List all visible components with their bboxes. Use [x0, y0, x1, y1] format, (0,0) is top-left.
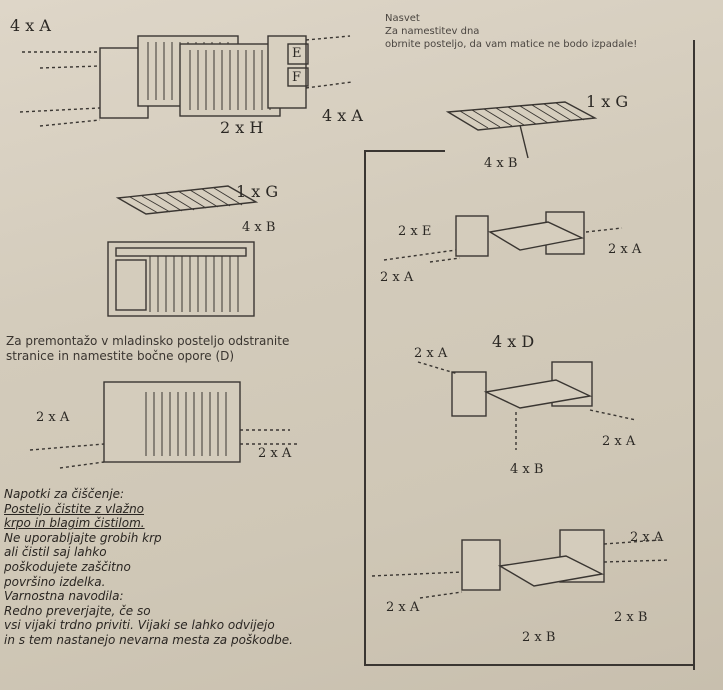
label-step6-2xA: 2 x A [36, 410, 70, 425]
divider-vertical-right [693, 40, 695, 670]
divider-horizontal-top [365, 150, 445, 152]
cleaning-line-5: poškodujete zaščitno [4, 559, 131, 574]
cleaning-line-1: Posteljo čistite z vlažno [4, 501, 145, 516]
label-step1-4xA: 4 x A [10, 16, 51, 35]
premount-line-2: stranice in namestite bočne opore (D) [6, 348, 235, 363]
label-step7-2xB: 2 x B [522, 630, 556, 645]
cleaning-title: Napotki za čiščenje: [4, 487, 125, 501]
label-step1-F: F [292, 70, 302, 85]
label-step2-4xB: 4 x B [484, 156, 518, 171]
label-step5-2xA-right: 2 x A [602, 434, 636, 449]
label-step7-2xB-right: 2 x B [614, 610, 648, 625]
premount-instruction: Za premontažo v mladinsko posteljo odstr… [6, 334, 289, 363]
premount-line-1: Za premontažo v mladinsko posteljo odstr… [6, 334, 290, 348]
tip-line-2: obrnite posteljo, da vam matice ne bodo … [385, 39, 638, 50]
label-step7-2xA-left: 2 x A [386, 600, 420, 615]
cleaning-and-safety: Napotki za čiščenje: Posteljo čistite z … [4, 487, 293, 648]
step4-bed-frame [383, 211, 623, 263]
label-step4-2xA-right: 2 x A [608, 242, 642, 257]
label-step2-1xG: 1 x G [586, 92, 629, 111]
label-step4-2xA-left: 2 x A [380, 270, 414, 285]
label-step1-4xA-b: 4 x A [322, 106, 363, 125]
step3-crib-with-base [107, 185, 259, 317]
label-step7-2xA: 2 x A [630, 530, 664, 545]
cleaning-line-4: ali čistil saj lahko [4, 545, 107, 560]
label-step6-2xA-right: 2 x A [258, 446, 292, 461]
label-step3-1xG: 1 x G [236, 182, 279, 201]
tip-title: Nasvet [385, 13, 420, 24]
label-step1-E: E [292, 46, 302, 61]
label-step5-2xA: 2 x A [414, 346, 448, 361]
step1-crib-exploded [19, 35, 353, 127]
cleaning-line-6: površino izdelka. [4, 574, 106, 589]
safety-title: Varnostna navodila: [4, 589, 124, 604]
label-step3-4xB: 4 x B [242, 220, 276, 235]
assembly-tip: Nasvet Za namestitev dna obrnite postelj… [385, 12, 637, 51]
step7-bed-frame [371, 529, 671, 599]
tip-line-1: Za namestitev dna [385, 26, 480, 37]
label-step1-2xH: 2 x H [220, 118, 264, 137]
cleaning-line-2: krpo in blagim čistilom. [4, 516, 145, 531]
step6-crib [29, 381, 300, 469]
safety-line-1: Redno preverjajte, če so [4, 603, 151, 618]
cleaning-line-3: Ne uporabljajte grobih krp [4, 530, 162, 545]
label-step5-4xD: 4 x D [492, 332, 535, 351]
step5-bed-frame [417, 361, 637, 450]
divider-vertical-middle [364, 150, 366, 665]
label-step5-4xB: 4 x B [510, 462, 544, 477]
label-step4-2xE: 2 x E [398, 224, 432, 239]
safety-line-3: in s tem nastanejo nevarna mesta za pošk… [4, 632, 293, 647]
safety-line-2: vsi vijaki trdno priviti. Vijaki se lahk… [4, 618, 275, 633]
step2-base-top-right [445, 101, 598, 159]
divider-horizontal-bottom [364, 664, 694, 666]
